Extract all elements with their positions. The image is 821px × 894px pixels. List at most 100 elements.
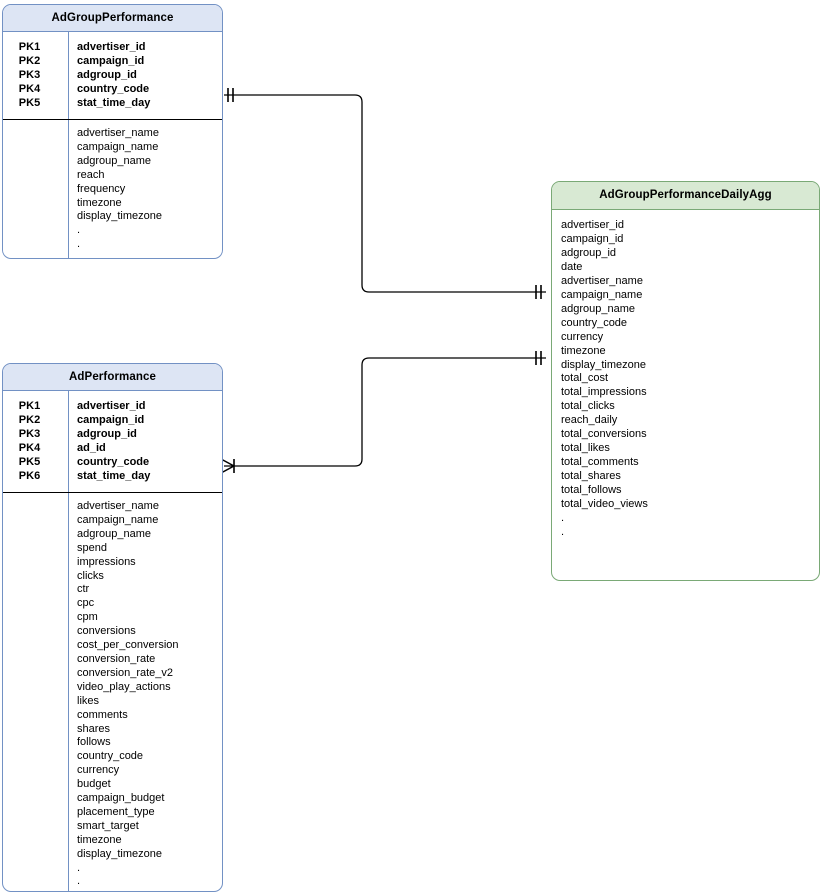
attribute-row: currency — [77, 764, 120, 777]
attribute-row: follows — [77, 736, 111, 749]
attribute-row: clicks — [77, 569, 104, 582]
attribute-row: timezone — [77, 196, 122, 209]
cardinality-one-and-only-one — [535, 351, 542, 365]
attribute-row: campaign_name — [77, 513, 159, 526]
key-field: country_code — [77, 83, 150, 95]
entity-adgroup-performance-daily-agg[interactable]: AdGroupPerformanceDailyAgg advertiser_id… — [551, 181, 820, 581]
key-field: adgroup_id — [77, 428, 137, 440]
key-field: adgroup_id — [77, 69, 137, 81]
key-label: PK1 — [18, 400, 41, 412]
column-divider — [68, 32, 70, 119]
attribute-row: adgroup_name — [77, 154, 152, 167]
key-field: campaign_id — [77, 55, 145, 67]
attribute-row: conversions — [77, 625, 136, 638]
attribute-row: timezone — [561, 344, 606, 357]
column-divider — [68, 391, 70, 492]
attribute-row: display_timezone — [77, 847, 162, 860]
attribute-row: . — [77, 238, 81, 251]
entity-title-adgroup-performance-daily-agg: AdGroupPerformanceDailyAgg — [552, 182, 819, 210]
key-label: PK3 — [18, 428, 41, 440]
attribute-row: frequency — [77, 182, 126, 195]
attribute-row: total_clicks — [561, 400, 615, 413]
relationship-ad-to-agg[interactable] — [220, 351, 546, 474]
column-divider — [68, 493, 70, 891]
attribute-row: country_code — [77, 750, 144, 763]
attribute-row: total_likes — [561, 442, 610, 455]
key-field: country_code — [77, 456, 150, 468]
key-label: PK1 — [18, 41, 41, 53]
attribute-row: advertiser_id — [561, 219, 624, 231]
attribute-row: . — [561, 525, 565, 538]
key-field: stat_time_day — [77, 470, 151, 482]
attribute-row: ctr — [77, 583, 90, 596]
attribute-row: adgroup_name — [77, 527, 152, 540]
attribute-row: campaign_budget — [77, 792, 165, 805]
attribute-row: . — [77, 875, 81, 888]
attribute-row: total_conversions — [561, 428, 647, 441]
attribute-row: comments — [77, 708, 128, 721]
attribute-row: campaign_id — [561, 232, 624, 245]
attribute-row: country_code — [561, 316, 628, 329]
attribute-row: campaign_name — [561, 288, 643, 301]
attribute-gutter — [3, 120, 68, 258]
attribute-row: budget — [77, 778, 111, 791]
attribute-row: reach_daily — [561, 414, 618, 427]
attribute-row: advertiser_name — [77, 127, 159, 139]
attribute-row: advertiser_name — [561, 274, 643, 287]
key-field: advertiser_id — [77, 400, 146, 412]
relationship-adgroup-to-agg[interactable] — [224, 88, 546, 299]
attribute-row: cost_per_conversion — [77, 639, 179, 652]
attribute-row: timezone — [77, 833, 122, 846]
attribute-row: cpm — [77, 611, 98, 624]
attribute-row: display_timezone — [561, 358, 646, 371]
attribute-row: total_shares — [561, 470, 621, 483]
attribute-row: smart_target — [77, 819, 139, 832]
attribute-row: currency — [561, 330, 604, 343]
attribute-row: shares — [77, 722, 111, 735]
attribute-row: advertiser_name — [77, 500, 159, 512]
key-label: PK2 — [18, 414, 41, 426]
key-field: ad_id — [77, 442, 106, 454]
key-label: PK4 — [18, 83, 41, 95]
key-label: PK6 — [18, 470, 41, 482]
attribute-row: likes — [77, 694, 100, 707]
attribute-row: reach — [77, 168, 105, 181]
attribute-row: display_timezone — [77, 210, 162, 223]
key-label: PK5 — [18, 97, 41, 109]
attribute-row: adgroup_id — [561, 246, 617, 259]
key-label: PK3 — [18, 69, 41, 81]
attribute-row: . — [561, 512, 565, 525]
attribute-row: total_impressions — [561, 386, 647, 399]
cardinality-one-and-only-one — [535, 285, 542, 299]
key-field: campaign_id — [77, 414, 145, 426]
entity-title-ad-performance: AdPerformance — [3, 364, 222, 391]
attribute-gutter — [3, 493, 68, 891]
attribute-row: adgroup_name — [561, 302, 636, 315]
attribute-row: placement_type — [77, 805, 155, 818]
attribute-row: campaign_name — [77, 140, 159, 153]
key-label: PK2 — [18, 55, 41, 67]
attribute-row: total_video_views — [561, 498, 648, 511]
attribute-row: total_comments — [561, 456, 639, 469]
key-field: stat_time_day — [77, 97, 151, 109]
entity-title-adgroup-performance: AdGroupPerformance — [3, 5, 222, 32]
attribute-row: . — [77, 224, 81, 237]
key-label: PK5 — [18, 456, 41, 468]
attribute-row: video_play_actions — [77, 680, 171, 693]
attribute-row: date — [561, 260, 583, 273]
attribute-row: conversion_rate_v2 — [77, 666, 174, 679]
attribute-row: cpc — [77, 597, 95, 610]
attribute-row: total_cost — [561, 372, 609, 385]
